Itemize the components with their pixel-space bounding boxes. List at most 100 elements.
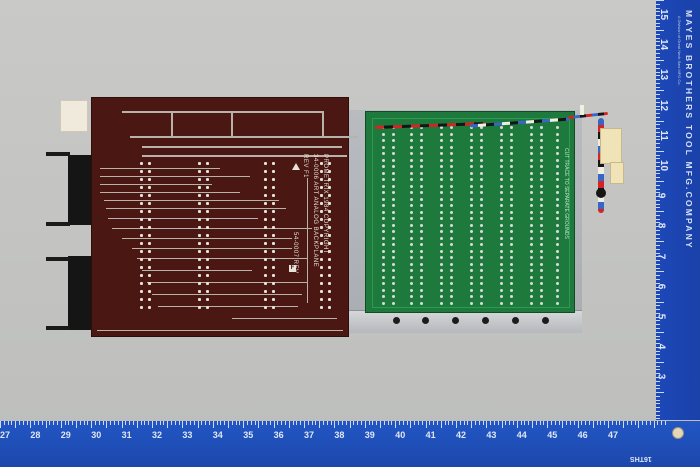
- solder-pad: [470, 236, 473, 240]
- solder-pad: [540, 171, 543, 175]
- solder-pad: [328, 234, 331, 237]
- pcb-trace: [171, 112, 173, 137]
- ruler-tick: [201, 421, 203, 425]
- solder-pad: [470, 256, 473, 259]
- ruler-tick: [520, 421, 522, 425]
- solder-pad: [480, 256, 483, 259]
- pcb-trace: [142, 146, 342, 148]
- solder-pad: [382, 132, 385, 136]
- ruler-tick: [656, 211, 664, 213]
- solder-pad: [540, 256, 543, 259]
- solder-pad: [450, 249, 453, 253]
- solder-pad: [148, 210, 151, 213]
- solder-pad: [556, 217, 559, 220]
- ruler-tick: [638, 421, 640, 428]
- ruler-tick: [459, 421, 461, 425]
- pcb-trace: [142, 270, 252, 271]
- solder-pad: [420, 165, 423, 168]
- ruler-tick: [656, 282, 660, 284]
- solder-pad: [420, 210, 423, 214]
- solder-pad: [198, 226, 201, 229]
- solder-pad: [272, 290, 275, 293]
- ruler-tick: [656, 309, 660, 311]
- solder-pad: [206, 242, 209, 245]
- solder-pad: [540, 184, 543, 188]
- ruler-tick: [656, 199, 660, 201]
- solder-pad: [320, 186, 323, 189]
- solder-pad: [480, 288, 483, 292]
- solder-pad: [480, 139, 483, 142]
- ruler-tick: [190, 421, 191, 425]
- ruler-tick: [656, 45, 660, 47]
- solder-pad: [272, 218, 275, 221]
- solder-pad: [440, 223, 443, 227]
- solder-pad: [450, 126, 453, 129]
- pcb-trace: [158, 306, 298, 307]
- solder-pad: [540, 152, 543, 155]
- solder-pad: [328, 258, 331, 261]
- solder-pad: [440, 236, 443, 240]
- ruler-tick: [205, 421, 207, 425]
- ruler-tick: [64, 421, 66, 425]
- solder-pad: [148, 258, 151, 261]
- solder-pad: [540, 282, 543, 285]
- solder-pad: [264, 258, 267, 261]
- solder-pad: [410, 217, 413, 220]
- ruler-number: 46: [577, 430, 588, 440]
- ruler-tick: [38, 421, 39, 425]
- solder-pad: [392, 217, 395, 220]
- ruler-tick: [656, 331, 664, 333]
- solder-pad: [410, 262, 413, 266]
- solder-pad: [410, 295, 413, 298]
- ruler-tick: [0, 421, 1, 428]
- solder-pad: [556, 197, 559, 201]
- solder-pad: [382, 210, 385, 214]
- solder-pad: [420, 301, 423, 305]
- solder-pad: [500, 262, 503, 266]
- solder-pad: [198, 234, 201, 237]
- ruler-tick: [656, 86, 660, 88]
- ruler-number: 33: [182, 430, 193, 440]
- solder-pad: [480, 295, 483, 298]
- ruler-tick: [319, 421, 321, 428]
- solder-pad: [450, 230, 453, 233]
- solder-pad: [470, 165, 473, 168]
- ruler-tick: [380, 421, 381, 428]
- solder-pad: [382, 282, 385, 285]
- ruler-tick: [19, 421, 20, 425]
- solder-pad: [140, 170, 143, 173]
- solder-pad: [530, 139, 533, 142]
- solder-pad: [410, 165, 413, 168]
- solder-pad: [480, 145, 483, 149]
- solder-pad: [410, 249, 413, 253]
- solder-pad: [198, 210, 201, 213]
- solder-pad: [320, 162, 323, 165]
- ruler-tick: [535, 421, 537, 425]
- ruler-tick: [615, 421, 617, 425]
- ruler-number: 45: [547, 430, 558, 440]
- ruler-tick: [656, 403, 660, 405]
- solder-pad: [410, 197, 413, 201]
- solder-pad: [450, 152, 453, 155]
- ruler-tick: [494, 421, 495, 425]
- solder-pad: [510, 184, 513, 188]
- solder-pad: [392, 230, 395, 233]
- solder-pad: [500, 223, 503, 227]
- ruler-brand-text: MAYES BROTHERS TOOL MFG.COMPANY: [684, 10, 694, 250]
- solder-pad: [540, 191, 543, 194]
- ruler-tick: [148, 421, 150, 425]
- solder-pad: [328, 210, 331, 213]
- solder-pad: [530, 282, 533, 285]
- solder-pad: [440, 249, 443, 253]
- solder-pad: [470, 184, 473, 188]
- solder-pad: [148, 242, 151, 245]
- solder-pad: [410, 171, 413, 175]
- pcb-trace: [100, 184, 212, 185]
- ruler-tick: [656, 373, 660, 375]
- ruler-tick: [486, 421, 488, 428]
- ruler-tick: [656, 184, 660, 186]
- solder-pad: [440, 262, 443, 266]
- solder-pad: [382, 184, 385, 188]
- solder-pad: [470, 288, 473, 292]
- ruler-number: 35: [243, 430, 254, 440]
